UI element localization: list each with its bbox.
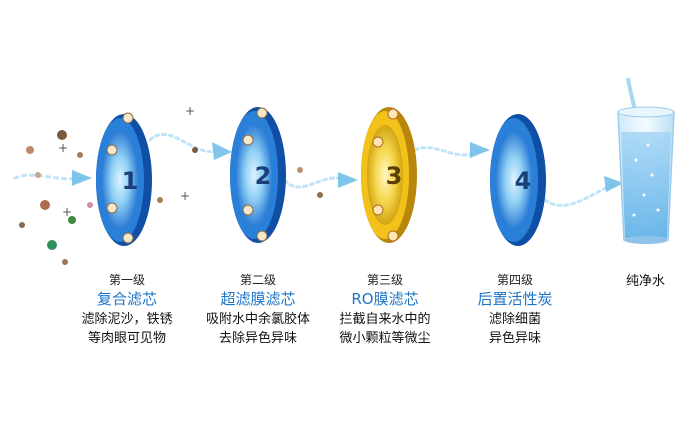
stage-description: 去除异色异味 (218, 331, 297, 346)
svg-text:+: + (58, 141, 68, 155)
stage-description: 拦截自来水中的 (339, 312, 431, 327)
stage-level: 第一级 (108, 273, 145, 287)
filter-disc-1: 1 (96, 112, 152, 246)
stage-description: 滤除细菌 (488, 312, 541, 327)
pure-water-label: 纯净水 (626, 274, 666, 289)
stage-1-text: 第一级 复合滤芯 滤除泥沙，铁锈 等肉眼可见物 (52, 272, 202, 348)
stage-description: 等肉眼可见物 (87, 331, 166, 346)
filter-number-2: 2 (255, 162, 272, 190)
stage-filter-name: 复合滤芯 (96, 290, 157, 308)
stage-2-text: 第二级 超滤膜滤芯 吸附水中余氯胶体 去除异色异味 (183, 272, 333, 348)
stage-filter-name: 超滤膜滤芯 (220, 290, 296, 308)
filter-number-1: 1 (122, 167, 139, 195)
filter-disc-3: 3 (361, 107, 417, 243)
stage-4-text: 第四级 后置活性炭 滤除细菌 异色异味 (440, 272, 590, 348)
stage-description: 微小颗粒等微尘 (339, 331, 431, 346)
svg-text:+: + (185, 104, 195, 118)
stage-level: 第四级 (496, 273, 533, 287)
stage-level: 第三级 (366, 273, 403, 287)
stage-level: 第二级 (239, 273, 276, 287)
filter-number-4: 4 (515, 167, 532, 195)
flow-arrows (72, 142, 624, 192)
filter-disc-2: 2 (230, 107, 286, 243)
filter-number-3: 3 (386, 162, 403, 190)
water-glass-icon (617, 77, 675, 244)
stage-description: 异色异味 (488, 331, 541, 346)
filter-disc-4: 4 (490, 114, 546, 246)
stage-description: 滤除泥沙，铁锈 (81, 312, 173, 327)
svg-text:+: + (180, 189, 190, 203)
stage-filter-name: 后置活性炭 (477, 290, 553, 308)
svg-text:+: + (62, 205, 72, 219)
stage-filter-name: RO膜滤芯 (351, 290, 419, 308)
stage-3-text: 第三级 RO膜滤芯 拦截自来水中的 微小颗粒等微尘 (310, 272, 460, 348)
stage-description: 吸附水中余氯胶体 (205, 312, 310, 327)
impurity-particles: + + + + (19, 104, 323, 265)
